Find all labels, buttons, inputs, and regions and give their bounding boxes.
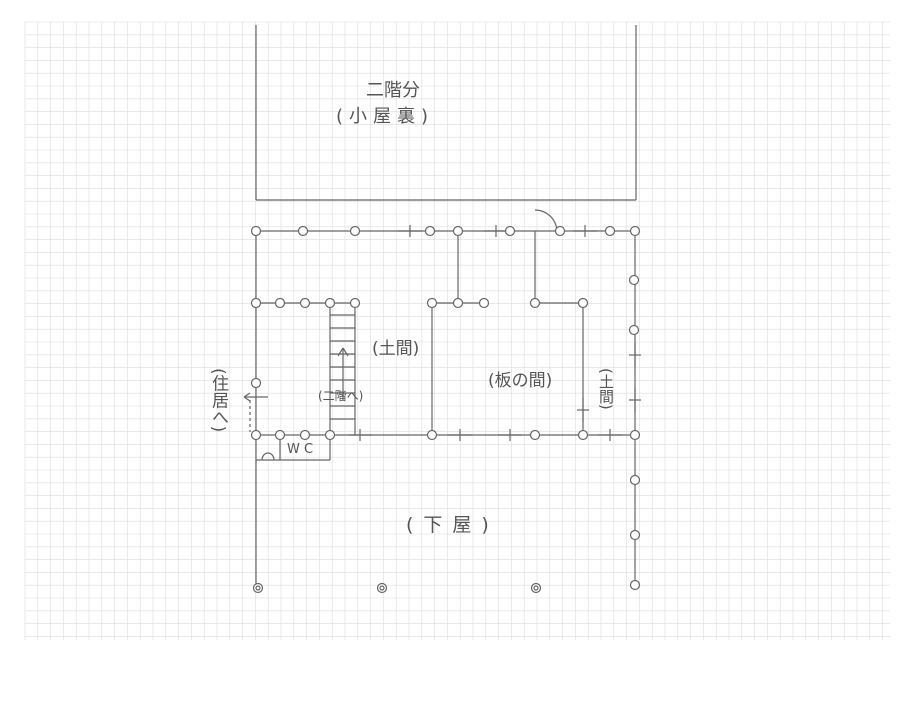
post (299, 297, 311, 309)
post (349, 225, 361, 237)
post (252, 582, 264, 594)
itanoma-label: (板の間) (488, 371, 553, 391)
post (628, 274, 640, 286)
post (629, 529, 641, 541)
post (628, 324, 640, 336)
post (629, 225, 641, 237)
upper-floor-sub-label: (小屋裏) (336, 106, 435, 127)
doma-label: (土間) (372, 339, 420, 359)
post (452, 225, 464, 237)
to-residence-arrow (243, 396, 251, 402)
post (250, 429, 262, 441)
toilet-icon (261, 452, 275, 461)
door-swing (534, 209, 558, 232)
post (504, 225, 516, 237)
post (529, 429, 541, 441)
post (424, 225, 436, 237)
post (250, 377, 262, 389)
post-center (255, 585, 261, 591)
post (577, 429, 589, 441)
stairs-label: (二階へ) (318, 389, 364, 403)
post (629, 429, 641, 441)
post (554, 225, 566, 237)
post (299, 429, 311, 441)
post (324, 297, 336, 309)
stairs-arrow (342, 347, 349, 357)
plan-lines (243, 25, 641, 594)
upper-floor-label: 二階分 (366, 80, 420, 101)
doma-right-label: (土間) (597, 368, 615, 410)
graph-paper-grid (24, 21, 890, 640)
post (250, 225, 262, 237)
post (604, 225, 616, 237)
stairs-arrow (337, 347, 344, 357)
geya-label: (下屋) (406, 514, 499, 536)
post (250, 297, 262, 309)
to-residence-label: (住居へ) (208, 368, 228, 433)
post (426, 429, 438, 441)
post (274, 429, 286, 441)
post (349, 297, 361, 309)
post (530, 582, 542, 594)
post (376, 582, 388, 594)
post (577, 297, 589, 309)
wc-label: W C (287, 442, 314, 457)
post (478, 297, 490, 309)
post (629, 579, 641, 591)
post (452, 297, 464, 309)
post (297, 225, 309, 237)
post (324, 429, 336, 441)
post (274, 297, 286, 309)
to-residence-arrow (243, 392, 251, 398)
post (529, 297, 541, 309)
post-center (379, 585, 385, 591)
post (426, 297, 438, 309)
post (629, 474, 641, 486)
post-center (533, 585, 539, 591)
